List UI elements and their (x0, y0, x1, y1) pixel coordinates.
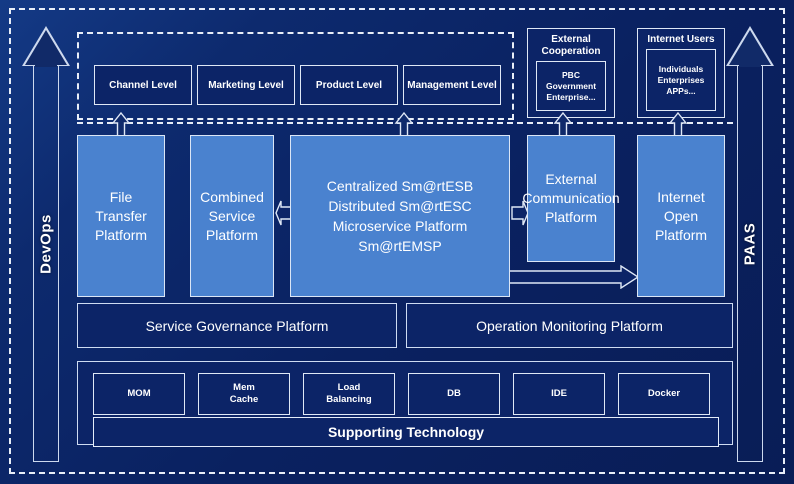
core-to-internet-open-arrow (509, 265, 639, 289)
internet-users-detail: Individuals Enterprises APPs... (646, 49, 716, 111)
tech-line: DB (447, 388, 461, 399)
platform-file-transfer[interactable]: File Transfer Platform (77, 135, 165, 297)
level-label: Marketing Level (208, 79, 284, 91)
business-levels-group (77, 32, 514, 120)
devops-arrow-head-inner (25, 30, 67, 65)
service-governance-platform[interactable]: Service Governance Platform (77, 303, 397, 348)
platform-integration-core[interactable]: Centralized Sm@rtESB Distributed Sm@rtES… (290, 135, 510, 297)
tech-box-db[interactable]: DB (408, 373, 500, 415)
platform-line: Microservice Platform Sm@rtEMSP (332, 218, 468, 254)
devops-arrow-label: DevOps (37, 214, 55, 274)
tech-box-mem-cache[interactable]: Mem Cache (198, 373, 290, 415)
platform-line: Internet (657, 188, 705, 205)
platform-line: Open (663, 207, 699, 224)
platform-line: Centralized Sm@rtESB (326, 178, 474, 194)
platform-external-communication[interactable]: External Communication Platform (522, 135, 620, 262)
external-cooperation-title: External Cooperation (541, 34, 601, 57)
level-label: Channel Level (109, 79, 177, 91)
paas-arrow-joint (738, 62, 762, 67)
devops-arrow-shaft (33, 64, 59, 462)
platform-line: External (545, 171, 597, 187)
level-box-marketing[interactable]: Marketing Level (197, 65, 295, 105)
platform-line: Communication (522, 190, 620, 206)
tech-box-mom[interactable]: MOM (93, 373, 185, 415)
supporting-technology-bar: Supporting Technology (93, 417, 719, 447)
tech-box-load-balancing[interactable]: Load Balancing (303, 373, 395, 415)
tech-line: Load (337, 382, 361, 393)
internet-users-group[interactable]: Internet Users Individuals Enterprises A… (637, 28, 725, 118)
tech-line: IDE (551, 388, 567, 399)
platform-line: Service (208, 207, 256, 224)
tech-line: MOM (127, 388, 151, 399)
governance-label: Service Governance Platform (145, 317, 329, 334)
governance-label: Operation Monitoring Platform (476, 317, 663, 334)
platform-line: Distributed Sm@rtESC (328, 198, 472, 214)
external-cooperation-detail: PBC Government Enterprise... (536, 61, 606, 111)
tech-line: Mem (233, 382, 255, 393)
tech-line: Docker (647, 388, 681, 399)
platform-combined-service[interactable]: Combined Service Platform (190, 135, 274, 297)
tech-box-ide[interactable]: IDE (513, 373, 605, 415)
paas-arrow-label: PAAS (741, 222, 759, 266)
operation-monitoring-platform[interactable]: Operation Monitoring Platform (406, 303, 733, 348)
paas-arrow-shaft (737, 64, 763, 462)
level-box-product[interactable]: Product Level (300, 65, 398, 105)
level-box-management[interactable]: Management Level (403, 65, 501, 105)
tech-line: Cache (229, 394, 259, 405)
level-label: Management Level (407, 79, 497, 91)
external-cooperation-group[interactable]: External Cooperation PBC Government Ente… (527, 28, 615, 118)
paas-arrow-head-inner (729, 30, 771, 65)
tech-line: Balancing (326, 394, 372, 405)
platform-line: Platform (205, 226, 259, 243)
platform-internet-open[interactable]: Internet Open Platform (637, 135, 725, 297)
supporting-technology-label: Supporting Technology (327, 424, 485, 440)
platform-line: Platform (94, 226, 148, 243)
paas-arrow: PAAS (726, 26, 774, 462)
platform-line: Platform (544, 209, 598, 225)
platform-line: File (109, 188, 133, 205)
tech-box-docker[interactable]: Docker (618, 373, 710, 415)
devops-arrow: DevOps (22, 26, 70, 462)
platform-line: Platform (654, 226, 708, 243)
platform-line: Combined (200, 188, 264, 205)
level-box-channel[interactable]: Channel Level (94, 65, 192, 105)
internet-users-title: Internet Users (647, 34, 715, 45)
platform-line: Transfer (95, 207, 147, 224)
core-to-external-communication-arrow (511, 200, 529, 226)
level-label: Product Level (315, 79, 383, 91)
outer-dashed-frame (9, 8, 785, 474)
devops-arrow-joint (34, 62, 58, 67)
supporting-technology-group: MOM Mem Cache Load Balancing DB IDE (77, 361, 733, 447)
